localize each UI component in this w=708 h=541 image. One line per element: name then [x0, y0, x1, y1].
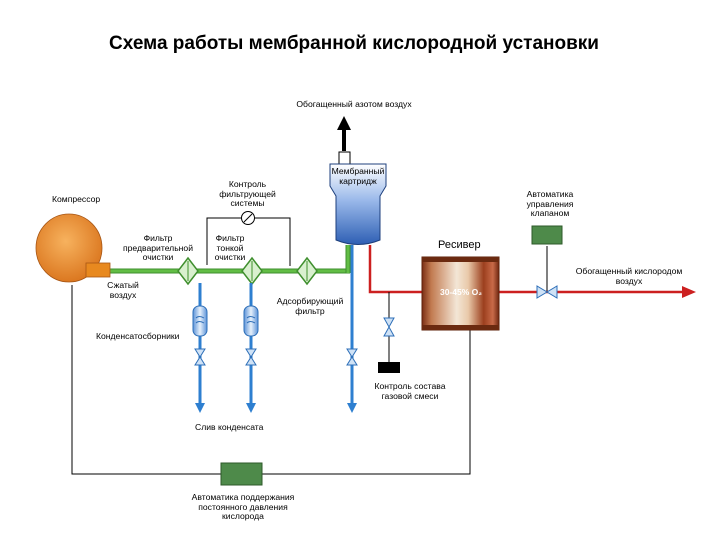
gas-control-label: Контроль состава газовой смеси: [374, 381, 446, 401]
pressure-automation-box: [220, 462, 263, 486]
pre-filter-label: Фильтр предварительной очистки: [122, 233, 194, 262]
membrane-cartridge: [329, 151, 387, 245]
oxygen-line: [368, 245, 696, 298]
drain-valve-1: [194, 348, 206, 366]
nitrogen-air-label: Обогащенный азотом воздух: [296, 99, 412, 109]
pressure-gauge-icon: [241, 211, 255, 225]
diagram-title: Схема работы мембранной кислородной уста…: [109, 33, 599, 54]
receiver-tank: [421, 256, 500, 331]
condensate-collector-2: [243, 305, 259, 337]
nitrogen-outlet-arrow: [337, 116, 351, 151]
pressure-control-loop-line: [71, 285, 471, 475]
condensate-collectors-label: Конденсатосборники: [96, 331, 180, 341]
membrane-label: Мембранный картридж: [331, 166, 385, 186]
pressure-automation-label: Автоматика поддержания постоянного давле…: [191, 492, 295, 521]
valve-automation: [531, 225, 563, 291]
compressor-label: Компрессор: [52, 194, 101, 204]
o2-range-label: 30-45% O₂: [439, 287, 483, 297]
oxygen-air-label: Обогащенный кислородом воздух: [575, 266, 683, 286]
drain-valve-2: [245, 348, 257, 366]
compressed-air-label: Сжатый воздух: [107, 280, 139, 300]
condensate-drain-label: Слив конденсата: [195, 422, 264, 432]
adsorb-filter: [296, 256, 318, 286]
receiver-label: Ресивер: [438, 239, 481, 251]
filter-control-label: Контроль фильтрующей системы: [219, 179, 276, 208]
valve-automation-label: Автоматика управления клапаном: [526, 189, 574, 218]
gas-control-branch: [378, 292, 400, 373]
condensate-collector-1: [192, 305, 208, 337]
drain-valve-3: [346, 348, 358, 366]
oxygen-valve-icon: [536, 285, 558, 299]
adsorb-filter-label: Адсорбирующий фильтр: [276, 296, 344, 316]
compressor: [35, 213, 111, 283]
fine-filter-label: Фильтр тонкой очистки: [214, 233, 246, 262]
condensate-lines: [195, 245, 357, 413]
pre-filter: [177, 256, 199, 286]
